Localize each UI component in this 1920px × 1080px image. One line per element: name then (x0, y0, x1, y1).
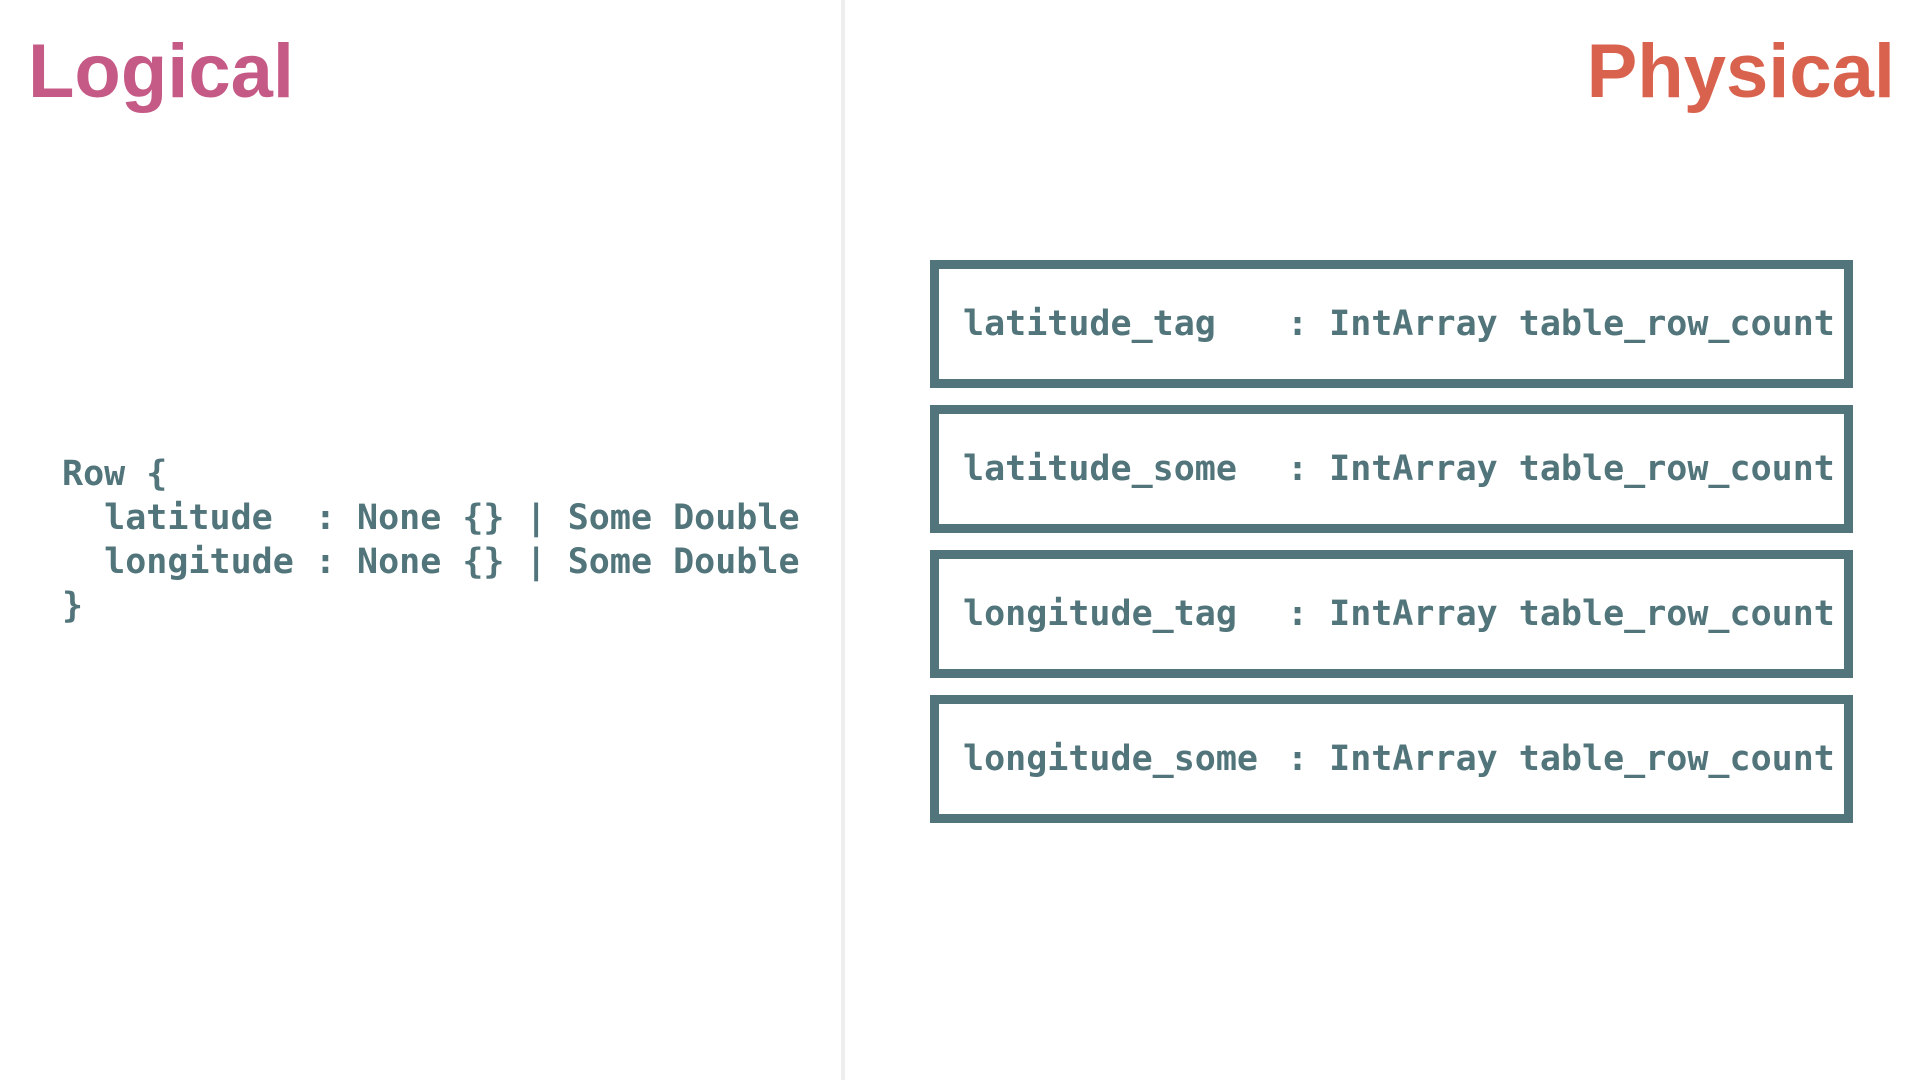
code-line-row-open: Row { (62, 454, 168, 494)
code-line-latitude: latitude : None {} | Some Double (62, 498, 800, 538)
physical-heading: Physical (1586, 29, 1895, 114)
field-type: : IntArray table_row_count (1287, 739, 1835, 779)
field-box-latitude-tag: latitude_tag : IntArray table_row_count (930, 260, 1853, 388)
field-name: longitude_tag (963, 594, 1237, 634)
field-box-longitude-some: longitude_some : IntArray table_row_count (930, 695, 1853, 823)
physical-field-list: latitude_tag : IntArray table_row_count l… (930, 260, 1853, 840)
field-name: longitude_some (963, 739, 1259, 779)
code-line-longitude: longitude : None {} | Some Double (62, 542, 800, 582)
field-name: latitude_tag (963, 304, 1216, 344)
field-type: : IntArray table_row_count (1287, 304, 1835, 344)
field-type: : IntArray table_row_count (1287, 449, 1835, 489)
logical-code-block: Row { latitude : None {} | Some Double l… (62, 452, 800, 628)
field-name: latitude_some (963, 449, 1237, 489)
field-box-latitude-some: latitude_some : IntArray table_row_count (930, 405, 1853, 533)
logical-heading: Logical (28, 29, 295, 114)
center-divider (841, 0, 845, 1080)
field-type: : IntArray table_row_count (1287, 594, 1835, 634)
code-line-row-close: } (62, 586, 84, 626)
field-box-longitude-tag: longitude_tag : IntArray table_row_count (930, 550, 1853, 678)
